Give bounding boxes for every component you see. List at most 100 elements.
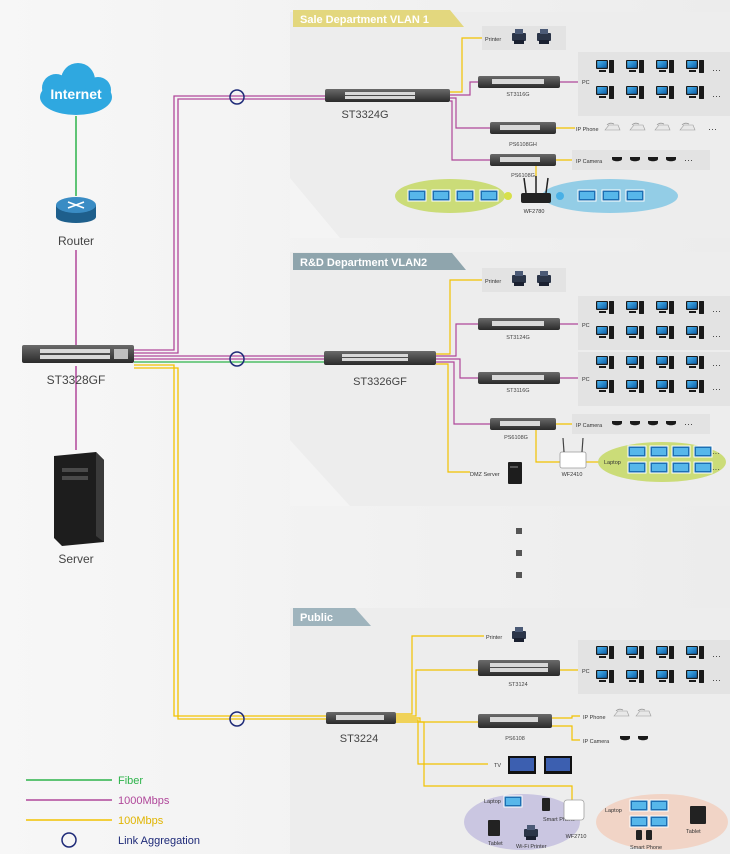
sale-access-point-label: WF2780 (524, 209, 545, 215)
laptop-icon (629, 815, 649, 828)
public-pc-label: PC (582, 669, 590, 675)
public-laptop-left-label: Laptop (484, 799, 501, 805)
laptop-icon (649, 815, 669, 828)
sale-pc-label: PC (582, 80, 590, 86)
sale-access-point-icon (521, 176, 551, 203)
public-pc-switch-label: ST3124 (508, 682, 527, 688)
laptop-icon (649, 799, 669, 812)
rd-pc-label-1: PC (582, 323, 590, 329)
link-aggregation-marker-public (229, 711, 245, 727)
ip-camera-icon (620, 736, 630, 741)
sale-pc-switch-label: ST3116G (506, 92, 529, 98)
ellipsis: ··· (712, 360, 721, 370)
rd-pc-switch-2-label: ST3116G (506, 388, 529, 394)
smart-phone-icon (646, 830, 652, 840)
ellipsis: ··· (684, 155, 693, 165)
rd-access-point-label: WF2410 (562, 472, 583, 478)
public-smart-phone-right-label: Smart Phone (630, 845, 662, 851)
server-icon (54, 452, 104, 546)
dmz-server-icon (508, 462, 522, 484)
legend-link-aggregation-icon (61, 832, 77, 848)
rd-pc-switch-1-label: ST3124G (506, 335, 530, 341)
sale-camera-switch-label: PS6108G (511, 173, 535, 179)
public-ip-phone-label: IP Phone (583, 715, 606, 721)
sale-phone-switch-label: PS6108GH (509, 142, 537, 148)
section-title-public: Public (300, 612, 333, 624)
legend-100mbps-label: 100Mbps (118, 815, 164, 827)
rd-pc-switch-2-icon (478, 372, 560, 384)
legend-link-aggregation-label: Link Aggregation (118, 835, 200, 847)
link-aggregation-marker-rd (229, 351, 245, 367)
public-wifi-printer-label: Wi-Fi Printer (516, 844, 547, 850)
rd-main-switch-label: ST3326GF (353, 376, 407, 388)
smart-phone-icon (542, 798, 550, 811)
ellipsis: ··· (712, 675, 721, 685)
banner-sale-dept (293, 10, 464, 27)
section-title-rd: R&D Department VLAN2 (300, 257, 427, 269)
public-tv-label: TV (494, 763, 501, 769)
rd-ip-camera-label: IP Camera (576, 423, 603, 429)
public-tablet-right-label: Tablet (686, 829, 701, 835)
public-pc-switch-icon (478, 660, 560, 676)
sale-camera-switch-icon (490, 154, 556, 166)
public-tablet-left-label: Tablet (488, 841, 503, 847)
public-laptop-right-label: Laptop (605, 808, 622, 814)
server-label: Server (58, 552, 93, 566)
banner-rd-dept (293, 253, 466, 270)
rd-main-switch-icon (324, 351, 436, 365)
wifi-indicator-icon (504, 192, 512, 200)
legend-1000mbps-label: 1000Mbps (118, 795, 170, 807)
trunk-to-st3224 (134, 364, 330, 717)
smart-phone-icon (636, 830, 642, 840)
banner-public (293, 608, 371, 626)
public-access-point-label: WF2710 (566, 834, 587, 840)
internet-cloud-icon (40, 63, 112, 115)
rd-access-point-icon (559, 437, 587, 469)
section-title-sale: Sale Department VLAN 1 (300, 14, 429, 26)
ellipsis: ··· (684, 419, 693, 429)
internet-label: Internet (50, 86, 102, 102)
ellipsis: ··· (712, 465, 720, 474)
public-access-point-icon (563, 799, 585, 821)
sale-phone-switch-icon (490, 122, 556, 134)
tablet-icon (690, 806, 706, 824)
trunk-to-st3324g (134, 95, 330, 351)
ellipsis: ··· (712, 449, 720, 458)
laptop-icon (503, 795, 523, 808)
ellipsis: ··· (712, 651, 721, 661)
rd-camera-switch-icon (490, 418, 556, 430)
ellipsis: ··· (712, 306, 721, 316)
public-poe-switch-label: PS6108 (505, 736, 525, 742)
continuation-dot (516, 528, 522, 534)
laptop-icon (629, 799, 649, 812)
public-ip-camera-label: IP Camera (583, 739, 610, 745)
public-poe-switch-icon (478, 714, 552, 728)
sale-ip-phone-label: IP Phone (576, 127, 599, 133)
wifi-indicator-icon (556, 192, 564, 200)
public-smart-phone-left-label: Smart Phone (543, 817, 575, 823)
sale-ip-camera-label: IP Camera (576, 159, 603, 165)
public-main-switch-icon (326, 712, 396, 724)
tv-icon (508, 756, 572, 774)
ellipsis: ··· (712, 384, 721, 394)
rd-pc-label-2: PC (582, 377, 590, 383)
core-switch-label: ST3328GF (47, 373, 106, 387)
rd-laptop-label: Laptop (604, 460, 621, 466)
public-main-switch-label: ST3224 (340, 733, 379, 745)
ellipsis: ··· (712, 65, 721, 75)
continuation-dot (516, 572, 522, 578)
sale-pc-switch-icon (478, 76, 560, 88)
continuation-dot (516, 550, 522, 556)
rd-pc-switch-1-icon (478, 318, 560, 330)
core-switch-icon (22, 345, 134, 363)
sale-main-switch-label: ST3324G (341, 109, 388, 121)
ip-camera-icon (638, 736, 648, 741)
ellipsis: ··· (712, 331, 721, 341)
ellipsis: ··· (708, 124, 717, 134)
public-printer-label: Printer (486, 635, 502, 641)
ellipsis: ··· (712, 91, 721, 101)
rd-dmz-server-label: DMZ Server (470, 472, 500, 478)
tablet-icon (488, 820, 500, 836)
router-icon (56, 197, 96, 223)
